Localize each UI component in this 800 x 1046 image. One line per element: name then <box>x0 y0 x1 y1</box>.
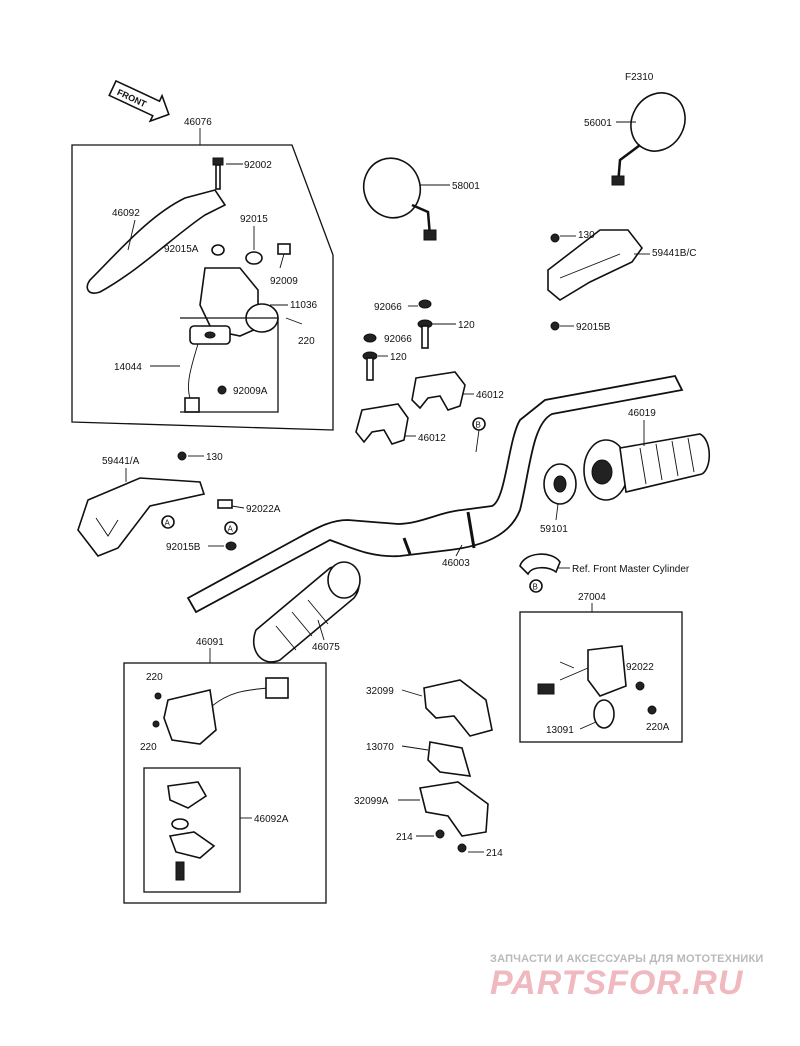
lever-46092a <box>167 781 216 881</box>
callout-59101: 59101 <box>540 524 568 535</box>
bolt-120-upper <box>417 299 433 349</box>
ref-front-master-cylinder: Ref. Front Master Cylinder <box>572 564 690 575</box>
brake-lever <box>86 189 227 294</box>
lever-46092a-frame <box>143 767 241 893</box>
callout-92002: 92002 <box>244 160 272 171</box>
callout-14044: 14044 <box>114 362 142 373</box>
callout-92015A: 92015A <box>164 244 199 255</box>
screw-214-a <box>435 829 445 839</box>
washer-92015a <box>211 244 225 256</box>
front-arrow-icon: FRONT <box>108 79 170 123</box>
switch-housing-32099a <box>419 781 489 837</box>
ref-master-cylinder-clamp <box>519 553 561 576</box>
throttle-grip-46019 <box>583 433 711 501</box>
callout-56001-a: 56001 <box>584 118 612 129</box>
ref-b1: B <box>476 421 481 430</box>
mirror-left <box>362 157 437 241</box>
grip-46075 <box>252 561 361 663</box>
ref-b2: B <box>533 583 538 592</box>
callout-130-b: 130 <box>206 452 223 463</box>
screw-214-b <box>457 843 467 853</box>
watermark-brand: PARTSFOR.RU <box>490 964 744 1002</box>
callout-32099A: 32099A <box>354 796 389 807</box>
screw-220 <box>285 317 303 325</box>
callout-92015: 92015 <box>240 214 268 225</box>
ref-mark-a1 <box>161 515 175 529</box>
mirror-right <box>611 92 686 186</box>
callout-46092A: 46092A <box>254 814 289 825</box>
callout-46091: 46091 <box>196 637 224 648</box>
callout-27004: 27004 <box>578 592 606 603</box>
callout-46012-b: 46012 <box>418 433 446 444</box>
callout-46075: 46075 <box>312 642 340 653</box>
callout-13070: 13070 <box>366 742 394 753</box>
callout-220-b: 220 <box>146 672 163 683</box>
callout-92015B-left: 92015B <box>166 542 201 553</box>
callout-120-b: 120 <box>390 352 407 363</box>
ref-mark-a2 <box>224 521 238 535</box>
throttle-pulley-59101 <box>543 463 577 505</box>
callout-58001: 58001 <box>452 181 480 192</box>
callout-92022: 92022 <box>626 662 654 673</box>
lever-assembly-frame <box>71 144 334 431</box>
callout-92009: 92009 <box>270 276 298 287</box>
callout-46076: 46076 <box>184 117 212 128</box>
lever-holder <box>199 267 259 337</box>
callout-59441BC: 59441B/C <box>652 248 696 259</box>
callout-214-b: 214 <box>486 848 503 859</box>
nut-92015b-left <box>225 541 237 551</box>
screw-92009 <box>277 243 291 269</box>
callout-59441A: 59441/A <box>102 456 140 467</box>
callout-220A: 220A <box>646 722 670 733</box>
switch-13070 <box>427 741 472 777</box>
callout-13091: 13091 <box>546 725 574 736</box>
callout-92066-b: 92066 <box>384 334 412 345</box>
brake-switch-14044 <box>184 325 231 413</box>
callout-46003: 46003 <box>442 558 470 569</box>
callout-120-a: 120 <box>458 320 475 331</box>
ref-a2: A <box>228 525 234 534</box>
ref-a1: A <box>165 519 171 528</box>
switch-27004-frame <box>519 611 683 743</box>
callout-220-c: 220 <box>140 742 157 753</box>
callout-214-a: 214 <box>396 832 413 843</box>
switch-46091-frame <box>123 662 327 904</box>
screw-92009a <box>217 385 227 395</box>
switch-subframe <box>180 317 279 413</box>
switch-housing-32099 <box>423 679 493 737</box>
callout-92022A: 92022A <box>246 504 281 515</box>
figure-code: F2310 <box>625 72 654 83</box>
handlebar <box>186 374 684 614</box>
switch-27004 <box>537 645 657 729</box>
callout-46012-a: 46012 <box>476 390 504 401</box>
callout-11036: 11036 <box>290 300 318 311</box>
switch-46091 <box>152 677 289 745</box>
callout-46019: 46019 <box>628 408 656 419</box>
callout-130-a: 130 <box>578 230 595 241</box>
hand-guard-left <box>77 451 233 557</box>
watermark-tagline: ЗАПЧАСТИ И АКСЕССУАРЫ ДЛЯ МОТОТЕХНИКИ <box>490 953 763 965</box>
ref-mark-b2 <box>529 579 543 593</box>
callout-32099: 32099 <box>366 686 394 697</box>
callout-46092: 46092 <box>112 208 140 219</box>
callout-220-a: 220 <box>298 336 315 347</box>
bolt-92002 <box>212 157 224 190</box>
callout-92015B-right: 92015B <box>576 322 611 333</box>
nut-92015 <box>245 251 263 265</box>
bolt-120-lower <box>362 333 378 381</box>
handlebar-clamp-lower <box>355 403 409 445</box>
handlebar-clamp-upper <box>411 371 466 411</box>
callout-92009A: 92009A <box>233 386 268 397</box>
hand-guard-right <box>547 229 643 331</box>
callout-92066-a: 92066 <box>374 302 402 313</box>
